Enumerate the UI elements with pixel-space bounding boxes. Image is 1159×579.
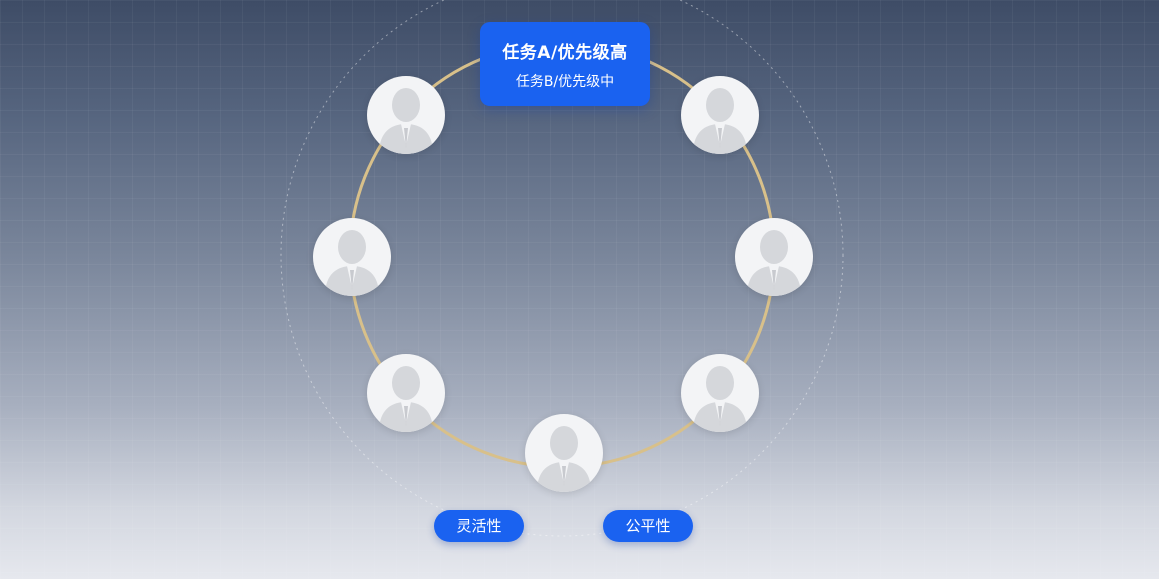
avatar-top-right bbox=[681, 76, 759, 154]
person-silhouette-icon bbox=[325, 230, 379, 296]
tag-fairness: 公平性 bbox=[603, 510, 693, 542]
person-silhouette-icon bbox=[379, 366, 433, 432]
avatar-bottom bbox=[525, 414, 603, 492]
task-b-priority-label: 任务B/优先级中 bbox=[515, 74, 615, 90]
person-silhouette-icon bbox=[537, 426, 591, 492]
person-silhouette-icon bbox=[693, 88, 747, 154]
task-a-priority-label: 任务A/优先级高 bbox=[502, 43, 628, 63]
person-silhouette-icon bbox=[379, 88, 433, 154]
avatar-top-left bbox=[367, 76, 445, 154]
avatar-mid-left bbox=[313, 218, 391, 296]
person-silhouette-icon bbox=[693, 366, 747, 432]
outer-dashed-ring bbox=[280, 0, 844, 537]
task-priority-box: 任务A/优先级高 任务B/优先级中 bbox=[480, 22, 650, 106]
avatar-bottom-left bbox=[367, 354, 445, 432]
person-silhouette-icon bbox=[747, 230, 801, 296]
avatar-bottom-right bbox=[681, 354, 759, 432]
tag-flexibility: 灵活性 bbox=[434, 510, 524, 542]
avatar-mid-right bbox=[735, 218, 813, 296]
